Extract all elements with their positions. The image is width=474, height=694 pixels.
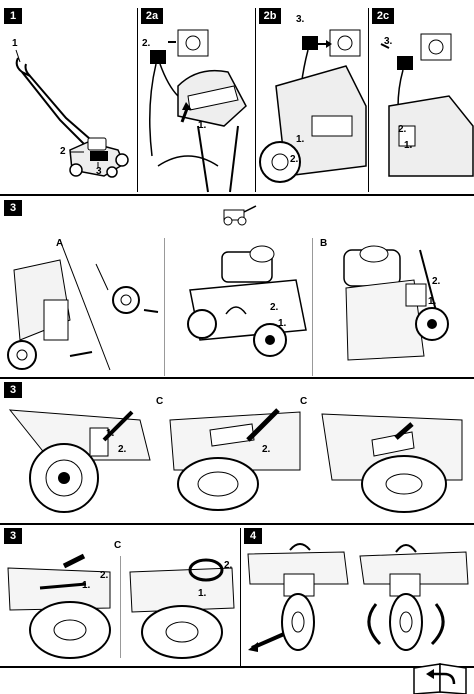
callout-2: 2. (432, 276, 441, 287)
step-badge-2a: 2a (141, 8, 163, 24)
lever-turn-illustration (129, 558, 235, 659)
page-turn-book-icon (413, 663, 467, 694)
divider (255, 8, 256, 192)
callout-2: 2. (270, 302, 279, 313)
callout-3: 3 (96, 166, 102, 177)
callout-2: 2. (290, 154, 299, 165)
callout-1: 1. (428, 296, 437, 307)
divider (137, 8, 138, 192)
mower-small-icon (223, 205, 257, 226)
callout-2: 2. (224, 560, 233, 571)
divider (312, 238, 313, 376)
swivel-wheel-illustration (247, 543, 349, 652)
row-divider (0, 194, 474, 196)
sub-label-a: A (56, 238, 64, 249)
step-badge-3: 3 (4, 382, 22, 398)
callout-2: 2. (142, 38, 151, 49)
callout-2: 2 (60, 146, 66, 157)
sub-label-c: C (114, 540, 122, 551)
callout-1: 1. (82, 580, 91, 591)
divider (240, 528, 241, 668)
callout-3: 3. (384, 36, 393, 47)
step-badge-3: 3 (4, 200, 22, 216)
callout-3: 3. (296, 14, 305, 25)
row-divider (0, 377, 474, 379)
wheel-lever-illustration (8, 409, 151, 513)
callout-1: 1. (404, 140, 413, 151)
step-badge-2c: 2c (372, 8, 394, 24)
divider (164, 238, 165, 376)
charger-connect-illustration (259, 29, 367, 183)
callout-1: 1. (296, 134, 305, 145)
row-divider (0, 666, 474, 668)
sub-label-c: C (156, 396, 164, 407)
step-badge-2b: 2b (259, 8, 281, 24)
wheel-height-adjust-illustration (343, 245, 449, 361)
divider (368, 8, 369, 192)
callout-2: 2. (262, 444, 271, 455)
callout-1: 1. (198, 588, 207, 599)
divider (120, 556, 121, 658)
lever-turn-illustration (7, 553, 111, 659)
swivel-wheel-illustration (359, 544, 469, 651)
callout-1: 1. (106, 428, 115, 439)
callout-1: 1. (198, 120, 207, 131)
step-badge-3: 3 (4, 528, 22, 544)
wheel-lever-illustration (321, 413, 463, 513)
sub-label-c: C (300, 396, 308, 407)
row-divider (0, 523, 474, 525)
charger-connect-illustration (380, 33, 474, 177)
callout-1: 1. (278, 318, 287, 329)
callout-2: 2. (118, 444, 127, 455)
step-badge-1: 1 (4, 8, 22, 24)
callout-2: 2. (398, 124, 407, 135)
sub-label-b: B (320, 238, 328, 249)
wheel-lever-illustration (169, 408, 301, 511)
callout-2: 2. (100, 570, 109, 581)
mower-overview-illustration (15, 49, 129, 178)
charger-connect-illustration (149, 29, 247, 193)
mower-rear-illustration (187, 245, 307, 357)
wheel-attach-illustration (7, 239, 159, 371)
step-badge-4: 4 (244, 528, 262, 544)
callout-1: 1 (12, 38, 18, 49)
